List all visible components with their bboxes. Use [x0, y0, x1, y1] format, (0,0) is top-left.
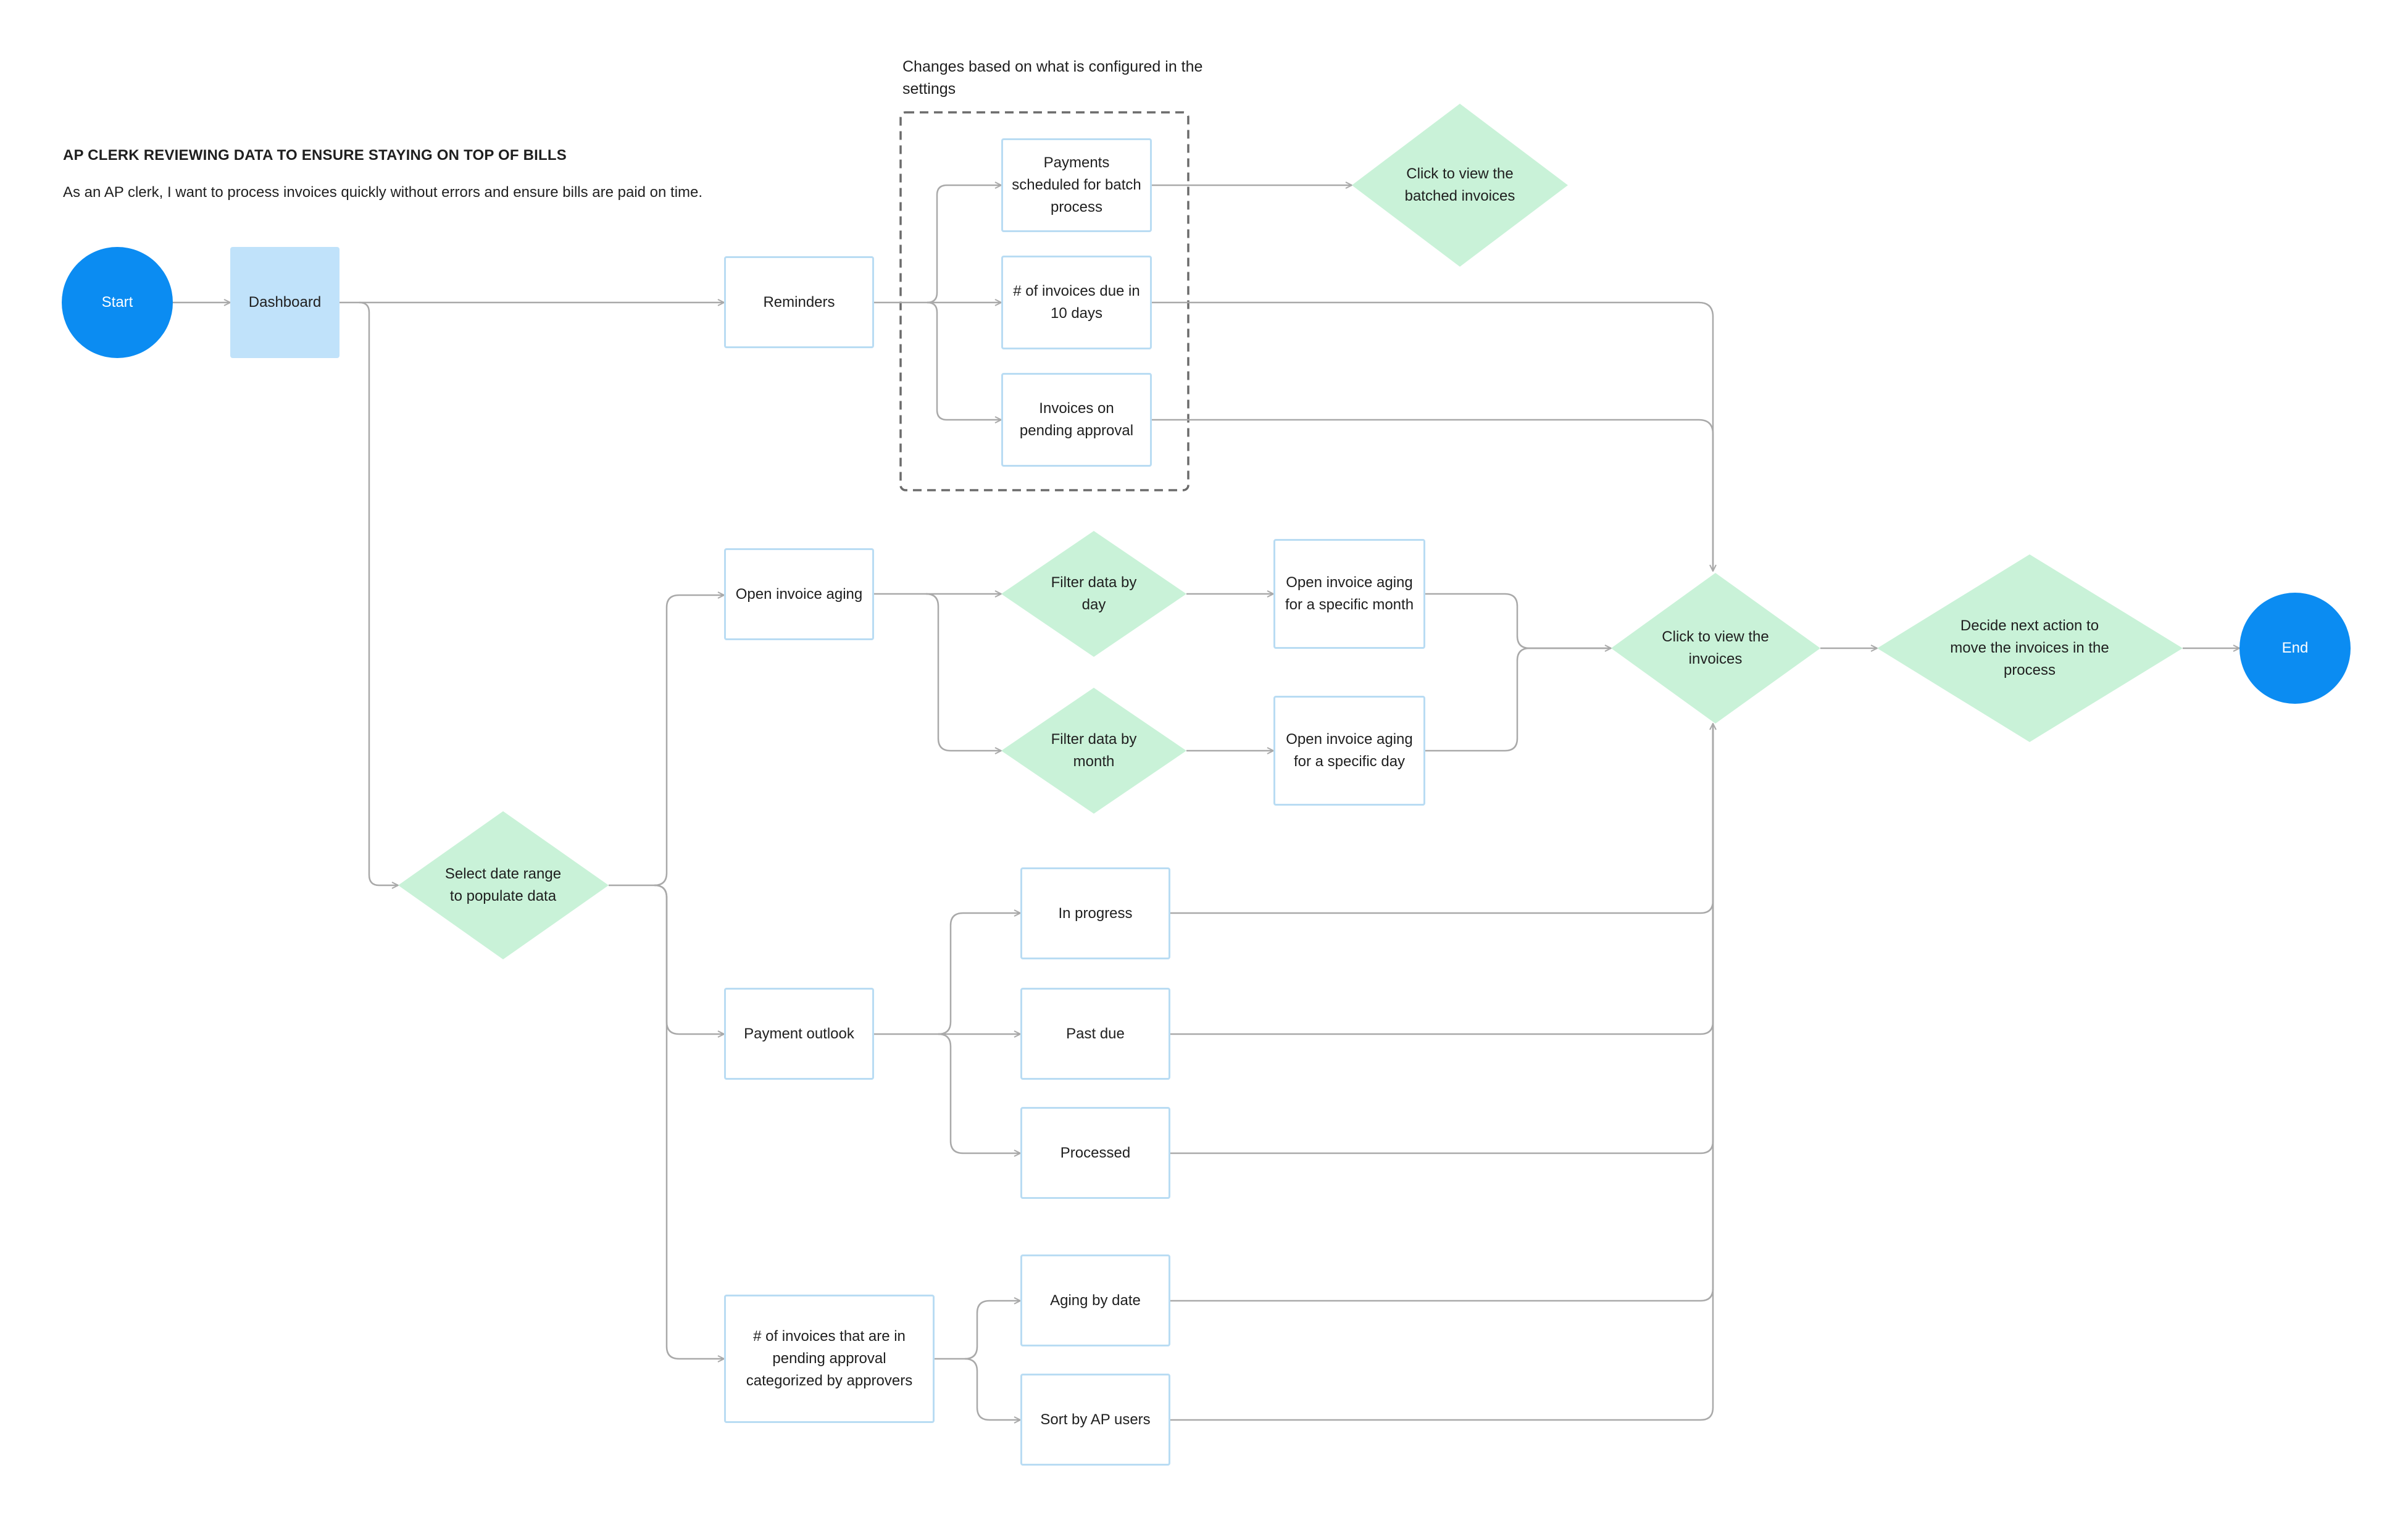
- pending-by-approvers-node[interactable]: # of invoices that are in pending approv…: [724, 1295, 935, 1423]
- connector-aging-day-view: [1425, 647, 1611, 752]
- aging-by-date-node[interactable]: Aging by date: [1020, 1254, 1170, 1346]
- reminders-node[interactable]: Reminders: [724, 256, 874, 348]
- connector-progress-view: [1170, 724, 1713, 914]
- connector-processed-view: [1170, 724, 1714, 1154]
- connector-aging-filter-month: [925, 593, 1001, 751]
- decision-view-invoices-shape: [1611, 573, 1820, 724]
- invoices-pending-node[interactable]: Invoices on pending approval: [1001, 373, 1152, 467]
- decision-decide-next-shape: [1877, 554, 2183, 742]
- end-node[interactable]: End: [2239, 593, 2351, 704]
- in-progress-node[interactable]: In progress: [1020, 867, 1170, 959]
- connector-select-open-aging: [609, 595, 724, 887]
- connector-outlook-progress: [874, 913, 1020, 1035]
- connector-reminders-payments: [874, 185, 1001, 304]
- connector-pastdue-view: [1170, 724, 1714, 1035]
- view-invoices-label[interactable]: Click to view the invoices: [1662, 628, 1769, 667]
- connector-sort-view: [1170, 724, 1714, 1421]
- dashboard-node[interactable]: Dashboard: [230, 247, 340, 358]
- payment-outlook-node[interactable]: Payment outlook: [724, 988, 874, 1080]
- sort-ap-users-node[interactable]: Sort by AP users: [1020, 1374, 1170, 1466]
- start-node[interactable]: Start: [62, 247, 173, 358]
- open-aging-node[interactable]: Open invoice aging: [724, 548, 874, 640]
- past-due-node[interactable]: Past due: [1020, 988, 1170, 1080]
- aging-day-node[interactable]: Open invoice aging for a specific day: [1273, 696, 1425, 806]
- aging-month-node[interactable]: Open invoice aging for a specific month: [1273, 539, 1425, 649]
- decision-filter-day-shape: [1001, 531, 1186, 657]
- connector-pending-view: [1152, 419, 1714, 571]
- connector-due-view: [1152, 301, 1713, 571]
- decision-view-batched-shape: [1352, 104, 1568, 267]
- filter-month-label[interactable]: Filter data by month: [1051, 731, 1137, 770]
- connector-aging-month-view: [1425, 593, 1611, 648]
- connector-outlook-processed: [938, 1033, 1020, 1153]
- connector-approvers-sort: [964, 1358, 1020, 1420]
- view-batched-label[interactable]: Click to view the batched invoices: [1404, 165, 1515, 204]
- connector-approvers-aging: [935, 1301, 1020, 1360]
- settings-note: Changes based on what is configured in t…: [902, 58, 1203, 98]
- connector-reminders-pending: [927, 301, 1001, 420]
- select-date-label[interactable]: Select date range to populate data: [444, 866, 562, 904]
- page-title: AP CLERK REVIEWING DATA TO ENSURE STAYIN…: [63, 147, 567, 164]
- invoices-due-node[interactable]: # of invoices due in 10 days: [1001, 256, 1152, 349]
- connector-select-payment-outlook: [654, 884, 724, 1034]
- processed-node[interactable]: Processed: [1020, 1107, 1170, 1199]
- filter-day-label[interactable]: Filter data by day: [1051, 574, 1137, 613]
- connector-aging-date-view: [1170, 724, 1714, 1302]
- decision-select-date-shape: [398, 811, 609, 959]
- connectors: [173, 185, 2239, 1420]
- connector-dashboard-select-date: [359, 301, 398, 885]
- settings-group-border: [899, 111, 1189, 491]
- decision-filter-month-shape: [1001, 688, 1186, 814]
- connector-select-pending-approvers: [654, 884, 724, 1359]
- payments-scheduled-node[interactable]: Payments scheduled for batch process: [1001, 138, 1152, 232]
- user-story: As an AP clerk, I want to process invoic…: [63, 184, 703, 201]
- decide-next-label[interactable]: Decide next action to move the invoices …: [1950, 617, 2109, 678]
